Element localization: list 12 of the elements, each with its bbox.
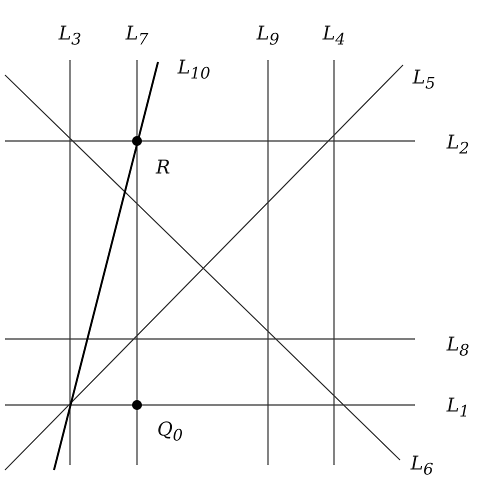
- line-label: L$_{7}$: [126, 24, 148, 48]
- line-label: L$_{4}$: [322, 24, 346, 48]
- line-label: L$_{6}$: [410, 454, 434, 478]
- line-label: L$_{2}$: [446, 134, 470, 156]
- line-label: Q$_{0}$: [157, 420, 183, 444]
- line-label: L$_{5}$: [412, 68, 436, 92]
- line-label: L$_{9}$: [256, 24, 280, 48]
- line-label: L$_{10}$: [178, 58, 210, 82]
- line-label: L$_{3}$: [58, 24, 82, 48]
- line-label: L$_{1}$: [446, 396, 470, 420]
- line-label: R: [156, 158, 170, 178]
- line-label: L$_{8}$: [446, 336, 470, 358]
